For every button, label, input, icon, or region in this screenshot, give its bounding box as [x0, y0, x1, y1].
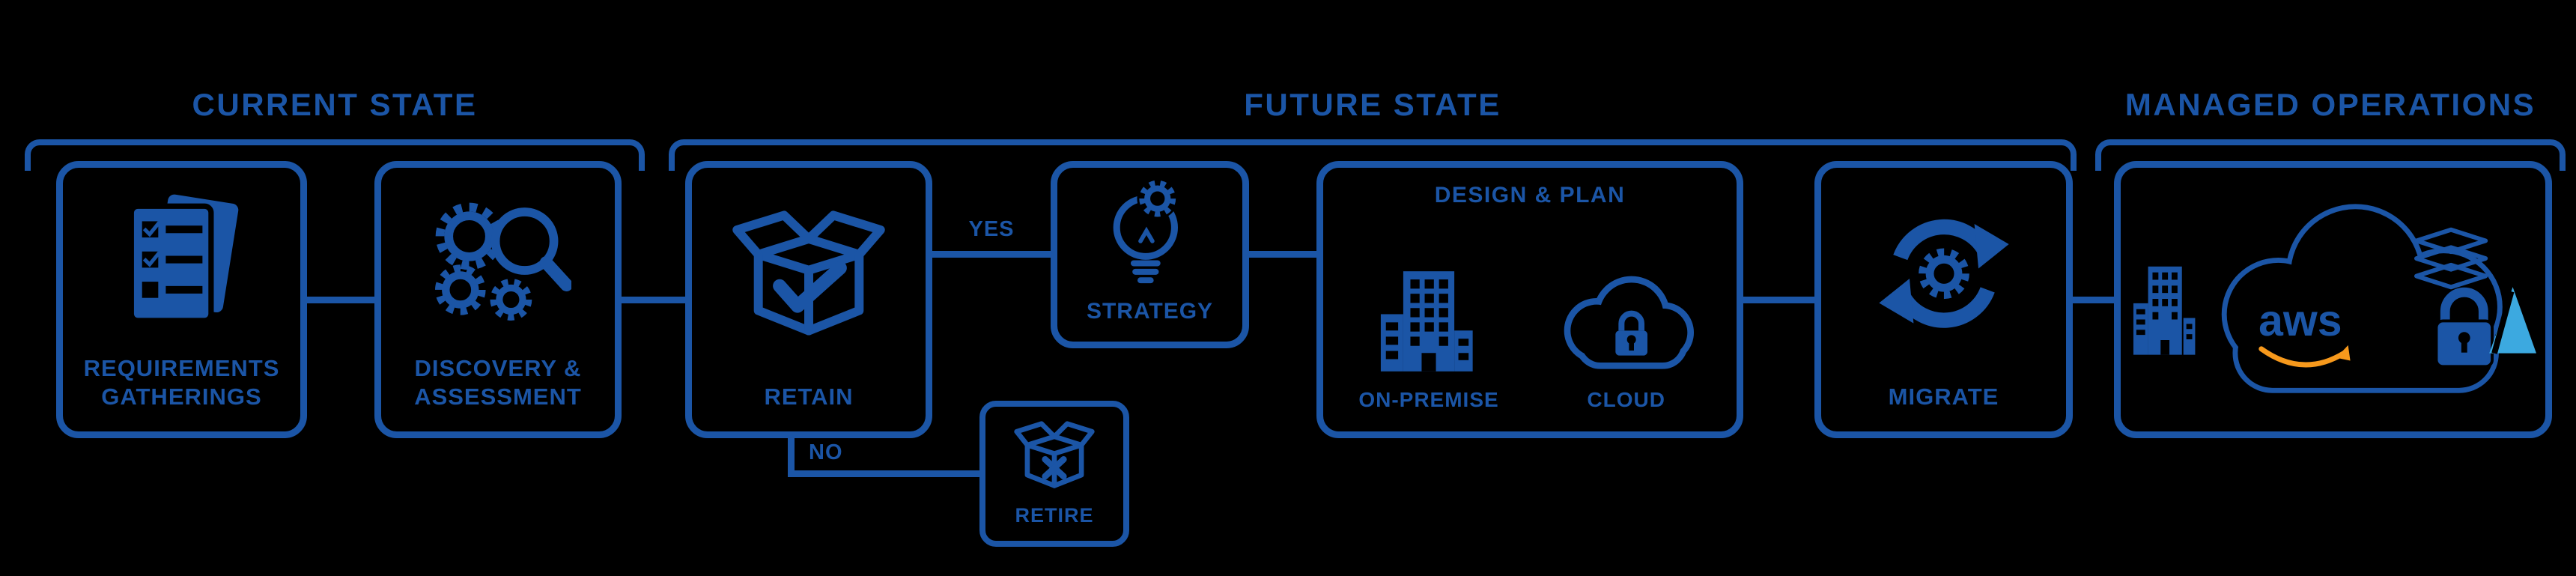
section-title-future-state: FUTURE STATE: [1244, 87, 1501, 122]
connector-retain-strategy-yes: [932, 251, 1051, 258]
retain-label: RETAIN: [764, 384, 854, 410]
requirements-gatherings-box: REQUIREMENTS GATHERINGS: [56, 161, 307, 438]
design-plan-box: DESIGN & PLAN: [1316, 161, 1743, 438]
managed-operations-bracket: [2095, 139, 2566, 171]
strategy-label: STRATEGY: [1086, 298, 1214, 324]
sync-gear-icon: [1821, 168, 2066, 383]
connector-requirements-discovery: [307, 297, 378, 303]
retain-box: RETAIN: [685, 161, 932, 438]
building-icon: [1358, 208, 1498, 378]
checklist-icon-svg: [128, 194, 238, 324]
box-x-icon: [985, 407, 1123, 503]
managed-operations-composite: aws: [2133, 204, 2536, 393]
managed-operations-box: aws: [2114, 161, 2552, 438]
connector-designplan-migrate: [1743, 297, 1814, 303]
checklist-icon: [63, 168, 300, 354]
stacked-layers-icon: [2414, 227, 2488, 290]
sync-gear-icon-svg: [1878, 219, 2009, 328]
connector-discovery-retain: [622, 297, 689, 303]
current-state-bracket: [25, 139, 645, 171]
lightbulb-gear-icon: [1057, 168, 1242, 297]
retire-box: RETIRE: [979, 401, 1129, 547]
on-premise-label: ON-PREMISE: [1358, 388, 1499, 411]
cloud-item: CLOUD: [1552, 208, 1701, 431]
connector-strategy-designplan: [1249, 251, 1316, 258]
connector-migrate-managed: [2073, 297, 2114, 303]
section-title-managed-operations: MANAGED OPERATIONS: [2124, 87, 2536, 122]
migrate-box: MIGRATE: [1814, 161, 2073, 438]
cloud-label: CLOUD: [1587, 388, 1665, 411]
azure-logo: [2488, 287, 2536, 354]
aws-logo: aws: [2258, 297, 2351, 368]
retire-label: RETIRE: [1015, 504, 1094, 527]
aws-smile-arrow: [2336, 345, 2351, 361]
connector-retain-retire-horizontal: [788, 470, 979, 477]
design-plan-items: ON-PREMISE: [1323, 208, 1737, 431]
gears-magnifier-icon: [381, 168, 615, 354]
strategy-box: STRATEGY: [1051, 161, 1249, 348]
design-plan-title: DESIGN & PLAN: [1434, 183, 1626, 207]
gears-magnifier-icon-svg: [434, 202, 571, 321]
aws-smile-swoosh: [2258, 346, 2346, 368]
building-icon: [2133, 266, 2195, 355]
lightbulb-gear-icon-svg: [1113, 178, 1178, 284]
section-title-current-state: CURRENT STATE: [192, 87, 478, 122]
cloud-lock-icon: [1552, 208, 1701, 378]
aws-logo-text: aws: [2258, 297, 2342, 345]
discovery-assessment-label: DISCOVERY & ASSESSMENT: [414, 354, 582, 410]
on-premise-item: ON-PREMISE: [1358, 208, 1498, 431]
requirements-gatherings-label: REQUIREMENTS GATHERINGS: [83, 354, 280, 410]
migrate-label: MIGRATE: [1888, 384, 1999, 410]
box-x-icon-svg: [1014, 421, 1095, 488]
building-icon-svg: [1380, 271, 1473, 372]
open-box-check-icon-svg: [732, 210, 885, 336]
yes-decision-label: YES: [968, 217, 1015, 241]
future-state-bracket: [669, 139, 2077, 171]
padlock-icon: [2434, 287, 2494, 369]
connector-retain-retire-vertical: [788, 437, 795, 477]
cloud-lock-icon-svg: [1564, 276, 1694, 369]
no-decision-label: NO: [809, 440, 843, 464]
open-box-check-icon: [692, 168, 926, 383]
discovery-assessment-box: DISCOVERY & ASSESSMENT: [374, 161, 622, 438]
